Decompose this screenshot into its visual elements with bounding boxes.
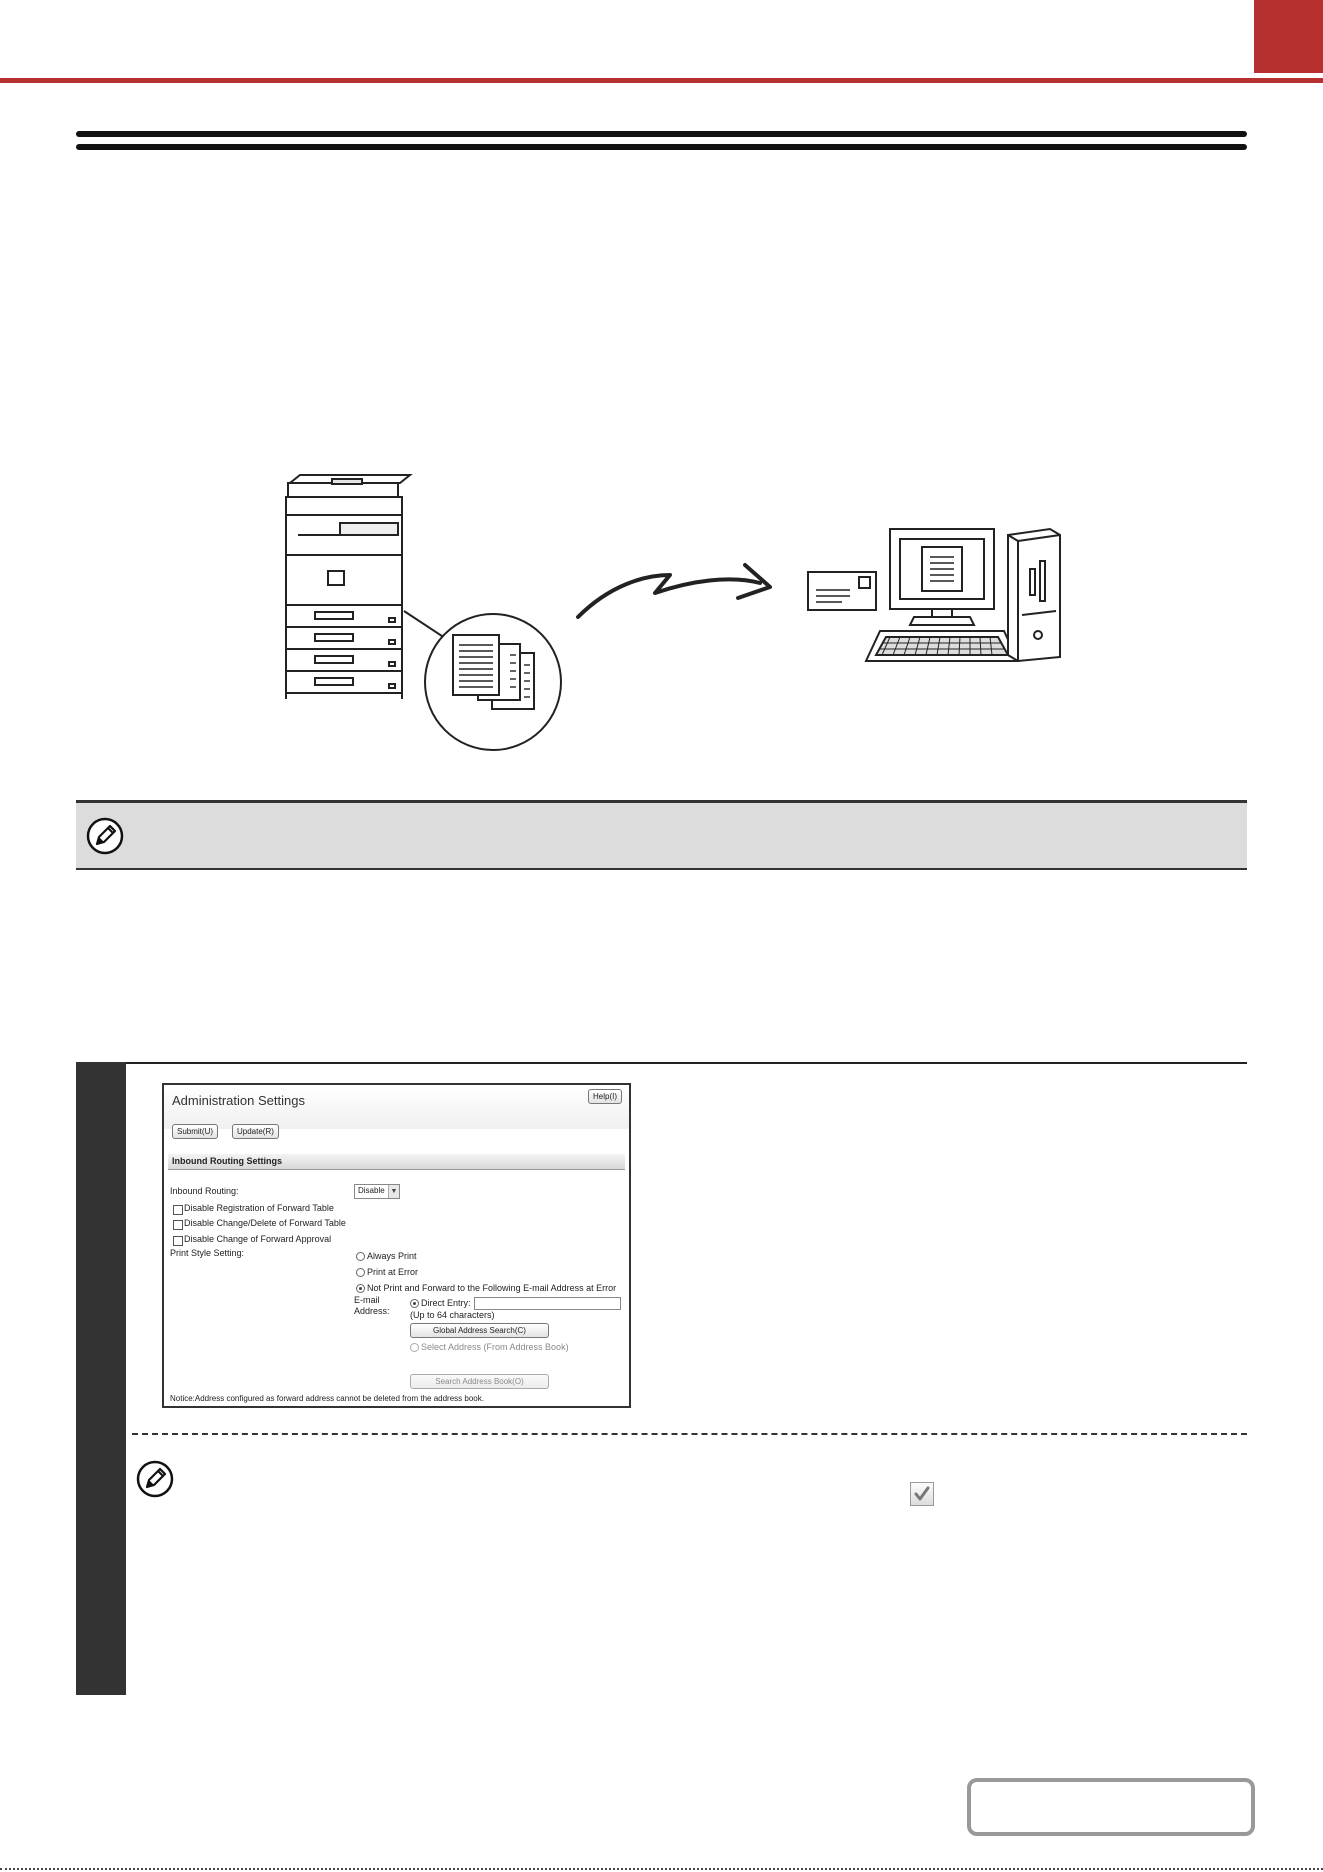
corner-tab: [1254, 0, 1323, 73]
routing-diagram: [285, 474, 1061, 751]
radio-select-address[interactable]: [410, 1343, 419, 1352]
radio-always-print-label: Always Print: [367, 1251, 417, 1261]
header-rule: [0, 78, 1323, 83]
title-rule-bottom: [76, 144, 1247, 150]
step-dashed-divider: [132, 1433, 1247, 1435]
search-address-book-button[interactable]: Search Address Book(O): [410, 1374, 549, 1389]
global-address-search-button[interactable]: Global Address Search(C): [410, 1323, 549, 1338]
select-address-label: Select Address (From Address Book): [421, 1342, 569, 1352]
email-envelope-icon: [807, 571, 877, 611]
checkmark-icon: [910, 1482, 934, 1506]
radio-not-print-label: Not Print and Forward to the Following E…: [367, 1283, 617, 1293]
radio-print-at-error-label: Print at Error: [367, 1267, 419, 1277]
pencil-note-icon: [136, 1460, 174, 1498]
pencil-note-icon: [86, 817, 124, 855]
help-button[interactable]: Help(I): [588, 1089, 623, 1104]
forward-arrow-icon: [576, 563, 772, 619]
radio-direct-entry[interactable]: [410, 1299, 419, 1308]
inbound-routing-label: Inbound Routing:: [170, 1186, 239, 1196]
computer-illustration: [864, 527, 1061, 663]
print-style-label: Print Style Setting:: [170, 1248, 245, 1258]
admin-header: [164, 1085, 629, 1129]
bottom-dotted-rule: [0, 1868, 1323, 1870]
checkbox-approval-label: Disable Change of Forward Approval: [184, 1234, 332, 1244]
section-header: Inbound Routing Settings: [168, 1154, 625, 1170]
admin-settings-screenshot: Administration Settings Help(I) Submit(U…: [162, 1083, 631, 1408]
step-sidebar: [76, 1062, 126, 1695]
submit-button[interactable]: Submit(U): [172, 1124, 219, 1139]
received-pages-callout: [403, 610, 562, 751]
email-label-line2: Address:: [354, 1306, 390, 1316]
checkbox-change-delete[interactable]: [173, 1220, 183, 1230]
update-button[interactable]: Update(R): [232, 1124, 279, 1139]
chevron-down-icon: ▼: [388, 1185, 399, 1198]
inbound-routing-value: Disable: [358, 1186, 385, 1195]
radio-always-print[interactable]: [356, 1252, 365, 1261]
checkbox-registration[interactable]: [173, 1205, 183, 1215]
checkbox-change-delete-label: Disable Change/Delete of Forward Table: [184, 1218, 346, 1228]
inbound-routing-select[interactable]: Disable ▼: [354, 1184, 400, 1199]
radio-not-print[interactable]: [356, 1284, 365, 1293]
email-label-line1: E-mail: [354, 1295, 380, 1305]
printer-illustration: [285, 474, 413, 699]
radio-print-at-error[interactable]: [356, 1268, 365, 1277]
note-band: [76, 800, 1247, 870]
title-rule-top: [76, 131, 1247, 137]
char-limit-note: (Up to 64 characters): [410, 1310, 495, 1320]
contents-button[interactable]: [967, 1778, 1255, 1836]
email-address-input[interactable]: [474, 1297, 621, 1310]
checkbox-approval[interactable]: [173, 1236, 183, 1246]
direct-entry-label: Direct Entry:: [421, 1298, 471, 1308]
step-top-rule: [126, 1062, 1247, 1064]
checkbox-registration-label: Disable Registration of Forward Table: [184, 1203, 334, 1213]
section-title: Inbound Routing Settings: [172, 1156, 282, 1166]
admin-title: Administration Settings: [172, 1093, 305, 1108]
notice-text: Notice:Address configured as forward add…: [170, 1394, 484, 1403]
